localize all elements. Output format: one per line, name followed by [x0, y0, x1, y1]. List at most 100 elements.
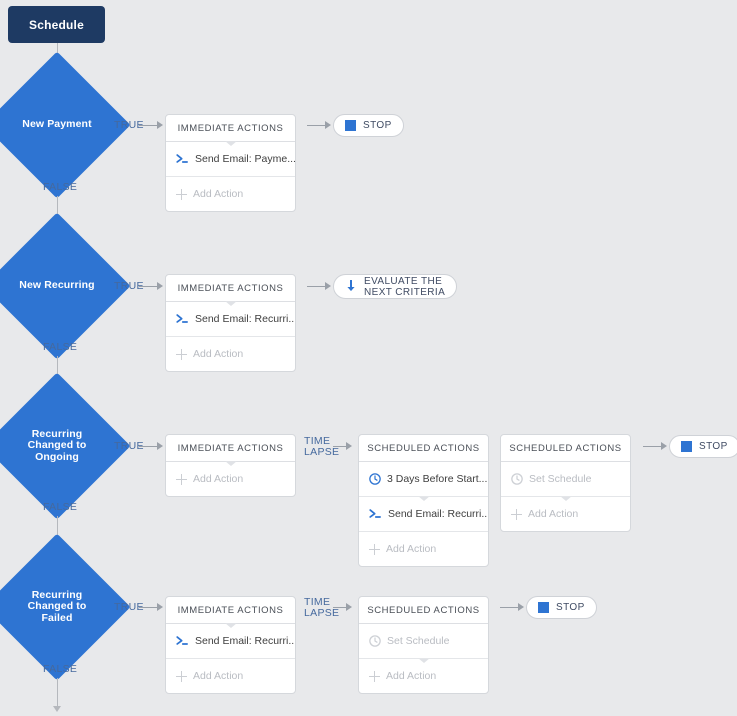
- connector-card-to-stop-1: [307, 125, 326, 126]
- criteria-diamond-shape: [0, 533, 131, 681]
- plus-icon: [176, 188, 187, 200]
- connector-true-1-arrowhead: [157, 121, 163, 129]
- stop-square-icon: [681, 441, 692, 452]
- connector-true-4: [139, 607, 158, 608]
- plus-icon: [369, 670, 380, 682]
- card-header-immediate-1: IMMEDIATE ACTIONS: [166, 115, 295, 146]
- add-action-button-scheduled-3b[interactable]: Add Action: [501, 496, 630, 531]
- action-row-send-email-payment[interactable]: Send Email: Payme...: [166, 142, 295, 176]
- criteria-node-new-recurring[interactable]: New Recurring: [0, 212, 131, 360]
- clock-icon: [511, 473, 523, 485]
- connector-true-4-arrowhead: [157, 603, 163, 611]
- stop-button-4[interactable]: STOP: [526, 596, 597, 619]
- immediate-actions-card-4[interactable]: IMMEDIATE ACTIONS Send Email: Recurri...…: [165, 596, 296, 694]
- connector-card-to-evaluate-2-arrowhead: [325, 282, 331, 290]
- connector-card-to-stop-3-arrowhead: [661, 442, 667, 450]
- action-row-label: Send Email: Payme...: [195, 153, 295, 165]
- card-header-scheduled-3b: SCHEDULED ACTIONS: [501, 435, 630, 462]
- immediate-actions-card-2[interactable]: IMMEDIATE ACTIONS Send Email: Recurri...…: [165, 274, 296, 372]
- add-action-label: Add Action: [386, 543, 437, 555]
- connector-card-to-stop-3: [643, 446, 662, 447]
- time-lapse-label-4: TIME LAPSE: [304, 596, 340, 619]
- card-header-immediate-3: IMMEDIATE ACTIONS: [166, 435, 295, 466]
- stop-label: STOP: [363, 120, 392, 131]
- card-header-scheduled-4: SCHEDULED ACTIONS: [359, 597, 488, 624]
- scheduled-actions-card-4[interactable]: SCHEDULED ACTIONS Set Schedule Add Actio…: [358, 596, 489, 694]
- action-row-label: Send Email: Recurri...: [195, 313, 295, 325]
- set-schedule-button-3b[interactable]: Set Schedule: [501, 462, 630, 496]
- plus-icon: [176, 473, 187, 485]
- stop-button-3[interactable]: STOP: [669, 435, 737, 458]
- evaluate-next-criteria-button[interactable]: EVALUATE THE NEXT CRITERIA: [333, 274, 458, 299]
- add-action-button-immediate-4[interactable]: Add Action: [166, 658, 295, 693]
- add-action-button-scheduled-4[interactable]: Add Action: [359, 658, 488, 693]
- criteria-diamond-shape: [0, 212, 131, 360]
- set-schedule-label: Set Schedule: [387, 635, 450, 647]
- plus-icon: [369, 543, 380, 555]
- connector-time-lapse-4: [333, 607, 347, 608]
- connector-true-2: [139, 286, 158, 287]
- action-row-send-email-recurring-3[interactable]: Send Email: Recurri...: [359, 496, 488, 531]
- branch-label-false-4: FALSE: [43, 663, 78, 675]
- stop-button-1[interactable]: STOP: [333, 114, 404, 137]
- action-row-send-email-recurring-2[interactable]: Send Email: Recurri...: [166, 302, 295, 336]
- add-action-label: Add Action: [528, 508, 579, 520]
- connector-card-to-stop-1-arrowhead: [325, 121, 331, 129]
- connector-true-3-arrowhead: [157, 442, 163, 450]
- set-schedule-button-4[interactable]: Set Schedule: [359, 624, 488, 658]
- clock-icon: [369, 473, 381, 485]
- clock-icon: [369, 635, 381, 647]
- plus-icon: [511, 508, 522, 520]
- connector-false-4-arrowhead: [53, 706, 61, 712]
- criteria-node-new-payment[interactable]: New Payment: [0, 51, 131, 199]
- evaluate-label: EVALUATE THE NEXT CRITERIA: [364, 275, 446, 298]
- scheduled-actions-card-3b[interactable]: SCHEDULED ACTIONS Set Schedule Add Actio…: [500, 434, 631, 532]
- criteria-diamond-shape: [0, 372, 131, 520]
- card-header-immediate-2: IMMEDIATE ACTIONS: [166, 275, 295, 306]
- add-action-label: Add Action: [193, 670, 244, 682]
- add-action-label: Add Action: [193, 188, 244, 200]
- scheduled-actions-card-3a[interactable]: SCHEDULED ACTIONS 3 Days Before Start...…: [358, 434, 489, 567]
- criteria-diamond-shape: [0, 51, 131, 199]
- schedule-row-3-days-before-start[interactable]: 3 Days Before Start...: [359, 462, 488, 496]
- stop-label: STOP: [699, 441, 728, 452]
- add-action-button-scheduled-3a[interactable]: Add Action: [359, 531, 488, 566]
- add-action-button-immediate-3[interactable]: Add Action: [166, 462, 295, 496]
- chevron-down-icon: [417, 497, 430, 501]
- email-icon: [176, 153, 189, 166]
- set-schedule-label: Set Schedule: [529, 473, 592, 485]
- chevron-down-icon: [224, 301, 237, 306]
- connector-card-to-stop-4: [500, 607, 519, 608]
- immediate-actions-card-1[interactable]: IMMEDIATE ACTIONS Send Email: Payme... A…: [165, 114, 296, 212]
- criteria-node-recurring-changed-to-ongoing[interactable]: Recurring Changed to Ongoing: [0, 372, 131, 520]
- connector-time-lapse-3-arrowhead: [346, 442, 352, 450]
- plus-icon: [176, 348, 187, 360]
- branch-label-false-1: FALSE: [43, 181, 78, 193]
- connector-true-3: [139, 446, 158, 447]
- connector-time-lapse-3: [333, 446, 347, 447]
- start-node-schedule[interactable]: Schedule: [8, 6, 105, 43]
- email-icon: [176, 313, 189, 326]
- arrow-down-icon: [345, 279, 357, 293]
- connector-card-to-evaluate-2: [307, 286, 326, 287]
- chevron-down-icon: [417, 659, 430, 663]
- action-row-label: Send Email: Recurri...: [388, 508, 488, 520]
- connector-true-2-arrowhead: [157, 282, 163, 290]
- branch-label-false-2: FALSE: [43, 341, 78, 353]
- branch-label-false-3: FALSE: [43, 501, 78, 513]
- connector-card-to-stop-4-arrowhead: [518, 603, 524, 611]
- branch-label-true-3: TRUE: [114, 440, 144, 452]
- connector-false-4: [57, 678, 58, 708]
- add-action-label: Add Action: [193, 473, 244, 485]
- criteria-node-recurring-changed-to-failed[interactable]: Recurring Changed to Failed: [0, 533, 131, 681]
- card-header-scheduled-3a: SCHEDULED ACTIONS: [359, 435, 488, 462]
- add-action-button-immediate-1[interactable]: Add Action: [166, 176, 295, 211]
- add-action-button-immediate-2[interactable]: Add Action: [166, 336, 295, 371]
- immediate-actions-card-3[interactable]: IMMEDIATE ACTIONS Add Action: [165, 434, 296, 497]
- chevron-down-icon: [224, 141, 237, 146]
- plus-icon: [176, 670, 187, 682]
- schedule-row-label: 3 Days Before Start...: [387, 473, 488, 485]
- action-row-send-email-recurring-4[interactable]: Send Email: Recurri...: [166, 624, 295, 658]
- branch-label-true-2: TRUE: [114, 280, 144, 292]
